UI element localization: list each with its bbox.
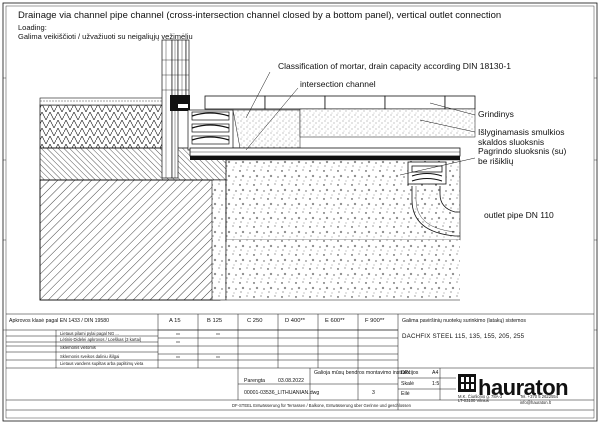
class-c250: C 250 — [247, 318, 263, 324]
company-address: M.K. Čiurlionio g. 78A-3 LT-03100 Vilniu… — [458, 394, 503, 404]
loading-note: Galima veikiščioti / užvažiuoti su neiga… — [18, 32, 193, 41]
load-row-1: Lietaus pilami pylai pagal NG ... — [60, 331, 119, 336]
grindinys-label: Grindinys — [478, 109, 514, 119]
scale-label: Skalė — [401, 381, 414, 387]
sheet-number: 3 — [372, 390, 375, 396]
leveling-layer-label-2: skaldos sluoksnis — [478, 137, 545, 147]
mortar-label: Classification of mortar, drain capacity… — [278, 61, 511, 71]
load-row-2: Lėtinis-Didelei apkrovos / Loeškas (3 ka… — [60, 337, 142, 342]
class-d400: D 400** — [285, 318, 305, 324]
company-logo-text: hauraton — [478, 375, 569, 400]
hauraton-logo-icon — [458, 374, 476, 392]
company-email: info@hauraton.lt — [520, 400, 551, 405]
product-models: DACHFIX STEEL 115, 135, 155, 205, 255 — [402, 333, 525, 340]
date-label: Parengta — [244, 378, 266, 384]
company-phone: Tel. +370 5 2622554 — [520, 394, 559, 399]
file-name: 00001-03536_LITHUANIAN.dwg — [244, 390, 320, 396]
class-e600: E 600** — [325, 318, 345, 324]
class-b125: B 125 — [207, 318, 223, 324]
size-value: A4 — [432, 370, 439, 376]
leveling-layer-label-1: Išlyginamasis smulkios — [478, 127, 565, 137]
load-class-row-label: Apkrovos klasė pagal EN 1433 / DIN 19580 — [9, 318, 110, 324]
load-row-5: Lietaus vandens supiltas arba paplitimų … — [60, 361, 144, 366]
scale-value: 1:5 — [432, 381, 440, 387]
load-row-3: Sklemonis vietomis — [60, 345, 96, 350]
base-layer-label-2: be rišiklių — [478, 156, 514, 166]
class-f900: F 900** — [365, 318, 385, 324]
footer-text: DF-STEEL Entwässerung für Terrassen / Ba… — [232, 403, 411, 408]
remark-text: Galioja mūsų bendros montavimo instrukci… — [314, 370, 419, 376]
size-label: DIN — [401, 370, 410, 376]
base-layer-label-1: Pagrindo sluoksnis (su) — [478, 146, 567, 156]
sheet-label: Eilė — [401, 391, 410, 397]
load-row-4: Sklemonis sveikos daliniu išilgai — [60, 354, 120, 359]
loading-label: Loading: — [18, 23, 47, 32]
class-a15: A 15 — [169, 318, 181, 324]
date-value: 03.08.2022 — [278, 378, 304, 384]
product-name: Galima paviršinių nuotekų surinkimo (lat… — [402, 318, 526, 324]
drawing-title: Drainage via channel pipe channel (cross… — [18, 10, 502, 21]
outlet-pipe-label: outlet pipe DN 110 — [484, 210, 554, 220]
intersection-channel-label: intersection channel — [300, 79, 376, 89]
